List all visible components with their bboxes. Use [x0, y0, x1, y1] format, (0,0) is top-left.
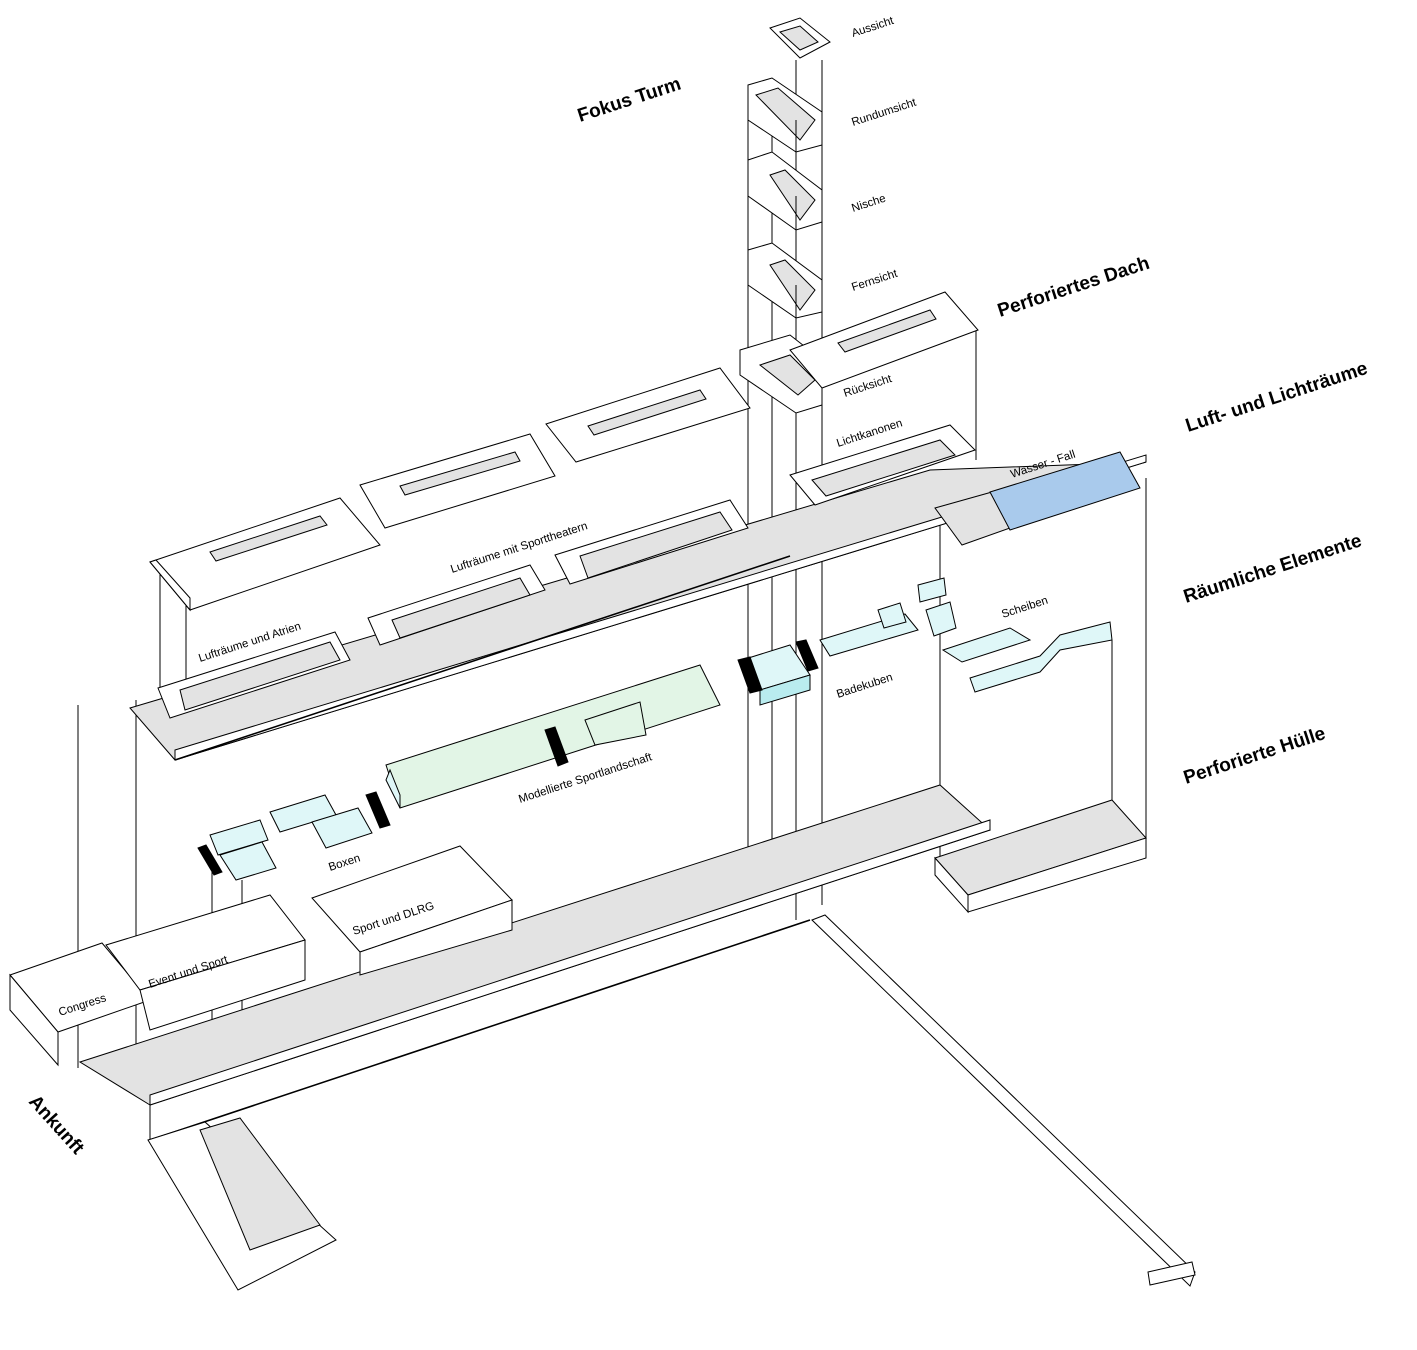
ground-floor — [9, 784, 1196, 1291]
heading-raeumliche-elemente: Räumliche Elemente — [1181, 530, 1364, 607]
roofs — [149, 291, 979, 612]
label-badekuben: Badekuben — [835, 671, 894, 700]
label-nische: Nische — [850, 193, 887, 215]
label-aussicht: Aussicht — [850, 15, 896, 40]
heading-luft-und-lichtraeume: Luft- und Lichträume — [1183, 358, 1370, 437]
heading-fokus-turm: Fokus Turm — [575, 74, 684, 127]
label-fernsicht: Fernsicht — [850, 268, 899, 294]
spatial-elements — [197, 577, 1113, 881]
label-boxen: Boxen — [327, 852, 362, 873]
heading-perforierte-huelle: Perforierte Hülle — [1181, 723, 1328, 789]
heading-perforiertes-dach: Perforiertes Dach — [995, 253, 1152, 322]
label-scheiben: Scheiben — [1000, 595, 1049, 621]
label-rundumsicht: Rundumsicht — [850, 96, 918, 128]
upper-band — [129, 424, 1147, 761]
heading-ankunft: Ankunft — [24, 1091, 88, 1159]
